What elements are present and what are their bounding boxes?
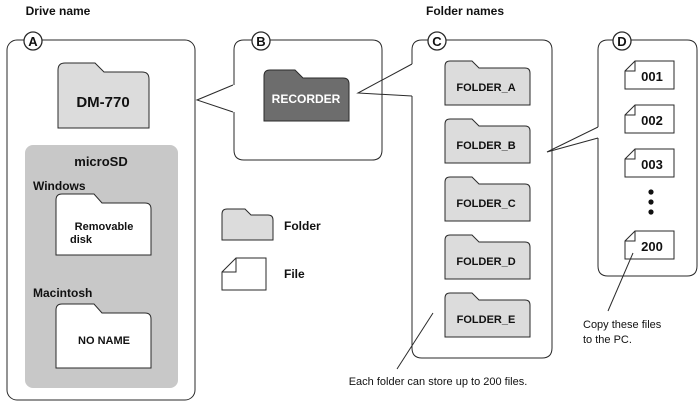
legend: Folder File xyxy=(221,208,321,291)
file-label: 002 xyxy=(641,113,663,128)
folder-item: FOLDER_E xyxy=(444,292,531,338)
panel-d: D 001 002 003 xyxy=(597,31,698,277)
no-name-label: NO NAME xyxy=(78,335,130,347)
panel-c: C FOLDER_A FOLDER_B FOLDER_C FOLDER_D FO… xyxy=(411,31,553,359)
folder-label: FOLDER_E xyxy=(457,314,516,326)
no-name-folder-icon: NO NAME xyxy=(55,303,152,369)
panel-b-marker-letter: B xyxy=(256,34,265,49)
folder-label: FOLDER_D xyxy=(456,256,515,268)
folders-note-leader xyxy=(396,312,434,370)
folder-label: FOLDER_A xyxy=(456,82,515,94)
panel-d-marker-letter: D xyxy=(617,34,626,49)
file-label: 001 xyxy=(641,69,663,84)
ellipsis-icon xyxy=(648,189,654,215)
file-item: 001 xyxy=(624,60,675,90)
recorder-folder-icon: RECORDER xyxy=(263,69,350,122)
callout-b-c xyxy=(356,63,413,97)
file-list: 001 002 003 200 xyxy=(624,60,675,260)
folder-item: FOLDER_B xyxy=(444,118,531,164)
drive-folder-icon: DM-770 xyxy=(57,62,150,129)
folder-label: FOLDER_B xyxy=(456,140,515,152)
folder-list: FOLDER_A FOLDER_B FOLDER_C FOLDER_D FOLD… xyxy=(444,60,531,338)
copy-note-line1: Copy these files xyxy=(583,319,662,331)
callout-a-b xyxy=(195,84,234,113)
panel-c-marker-letter: C xyxy=(432,34,442,49)
panel-b-marker xyxy=(251,31,271,51)
panel-d-marker xyxy=(612,31,632,51)
folder-item: FOLDER_A xyxy=(444,60,531,106)
legend-folder-label: Folder xyxy=(284,219,321,233)
folder-names-heading: Folder names xyxy=(426,4,504,18)
copy-note-leader xyxy=(607,252,634,312)
file-item: 003 xyxy=(624,148,675,178)
file-item: 200 xyxy=(624,230,675,260)
drive-label: DM-770 xyxy=(76,94,129,111)
file-item: 002 xyxy=(624,104,675,134)
folder-item: FOLDER_D xyxy=(444,234,531,280)
legend-file-label: File xyxy=(284,267,305,281)
microsd-title: microSD xyxy=(74,154,127,169)
recorder-label: RECORDER xyxy=(272,92,341,106)
panel-a: A DM-770 microSD Windows Removable disk … xyxy=(6,31,196,401)
windows-label: Windows xyxy=(33,179,86,193)
callout-a-b-fill xyxy=(197,85,236,112)
file-label: 200 xyxy=(641,239,663,254)
removable-disk-line1: Removable xyxy=(75,221,134,233)
drive-name-heading: Drive name xyxy=(26,4,91,18)
panel-a-marker-letter: A xyxy=(28,34,38,49)
removable-disk-line2: disk xyxy=(70,234,93,246)
macintosh-label: Macintosh xyxy=(33,286,92,300)
folder-item: FOLDER_C xyxy=(444,176,531,222)
legend-folder-icon xyxy=(221,208,274,241)
removable-disk-folder-icon: Removable disk xyxy=(55,193,152,256)
panel-a-marker xyxy=(23,31,43,51)
copy-note-line2: to the PC. xyxy=(583,334,632,346)
folders-note: Each folder can store up to 200 files. xyxy=(349,376,528,388)
callout-c-d xyxy=(546,126,599,153)
folder-label: FOLDER_C xyxy=(456,198,515,210)
legend-file-icon xyxy=(221,257,267,291)
panel-c-marker xyxy=(427,31,447,51)
panel-b: B RECORDER xyxy=(233,31,383,161)
file-label: 003 xyxy=(641,157,663,172)
